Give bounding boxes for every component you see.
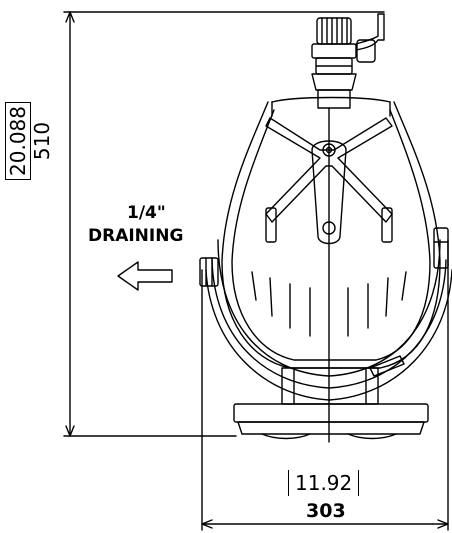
height-millimeters: 510 [30,121,54,161]
drain-arrow [117,261,173,291]
top-valve [311,13,385,109]
width-millimeters: 303 [306,500,346,522]
height-dimension-text: 20.088 510 [5,102,54,180]
cross-ribs [265,107,393,443]
width-inches: 11.92 [288,470,360,496]
height-dimension-lines [63,11,385,437]
drain-size-label: 1/4" [127,203,166,223]
drain-label: DRAINING [88,226,184,246]
base-assembly [233,367,429,440]
height-dimension-label: 20.088 510 [0,96,60,186]
dome-body [221,96,441,369]
height-inches: 20.088 [5,102,31,180]
collar-ring [199,227,452,401]
width-dimension-lines [201,239,449,531]
inner-fins [251,271,407,337]
